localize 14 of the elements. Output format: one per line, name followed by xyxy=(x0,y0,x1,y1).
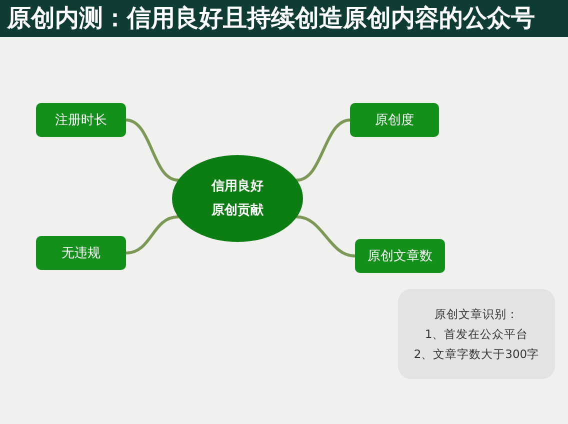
note-item: 2、文章字数大于300字 xyxy=(414,347,540,361)
note-item: 1、首发在公众平台 xyxy=(424,327,528,341)
topic-box: 无违规 xyxy=(36,236,126,270)
note-heading: 原创文章识别： xyxy=(434,307,518,321)
title: 原创内测：信用良好且持续创造原创内容的公众号 xyxy=(7,4,535,33)
topic-box: 原创度 xyxy=(350,103,439,137)
topic-box: 原创文章数 xyxy=(355,239,445,273)
connector-curve xyxy=(124,215,180,254)
ellipse-label: 信用良好 xyxy=(212,178,264,194)
connector-curve xyxy=(295,215,356,258)
topic-box: 注册时长 xyxy=(36,103,126,137)
connector-curve xyxy=(124,118,180,182)
connector-curve xyxy=(295,118,352,182)
ellipse-label: 原创贡献 xyxy=(212,202,264,218)
